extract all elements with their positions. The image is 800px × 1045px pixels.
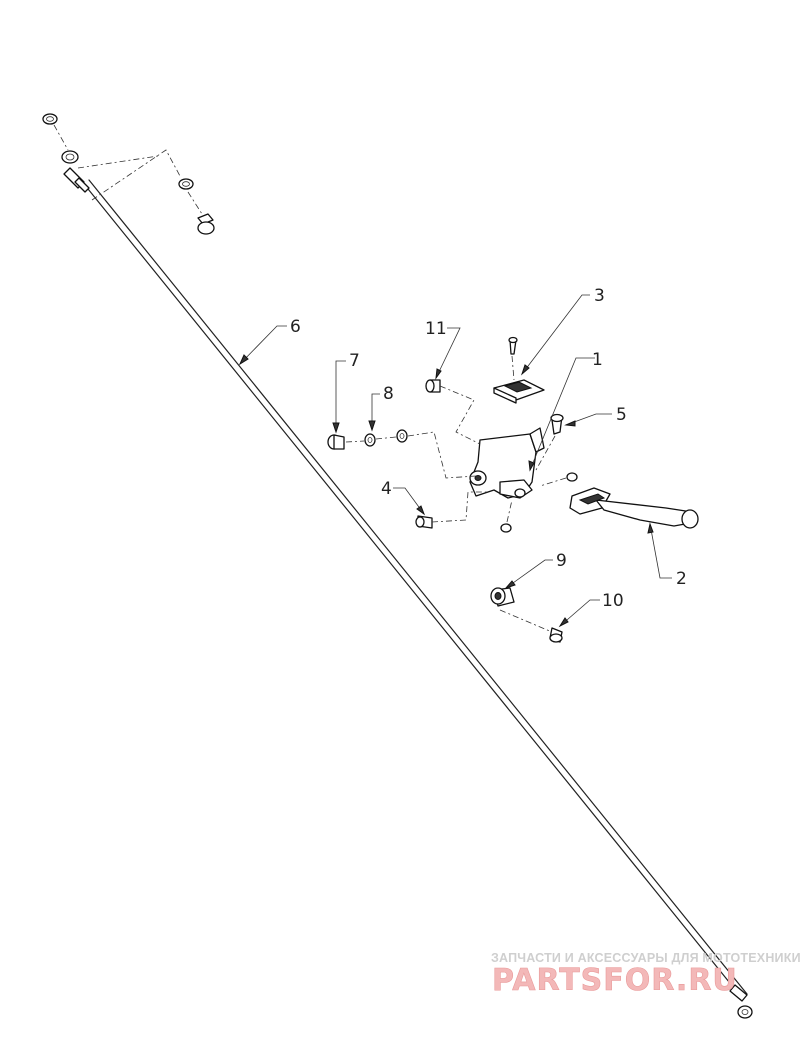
callout-5: 5 xyxy=(616,405,627,425)
lever-nut xyxy=(500,523,512,533)
switch-screw xyxy=(549,627,563,643)
watermark-logo: PARTSFOR.RU xyxy=(492,963,738,998)
lever-nut-right xyxy=(566,472,578,482)
callout-1: 1 xyxy=(592,350,603,370)
callout-8: 8 xyxy=(383,384,394,404)
pivot-bolt xyxy=(425,379,441,393)
reservoir-cap xyxy=(493,379,545,404)
banjo-bolt-left xyxy=(327,434,345,450)
brake-switch xyxy=(490,587,515,607)
upper-washer xyxy=(42,113,58,125)
washer-8 xyxy=(364,433,376,447)
callout-2: 2 xyxy=(676,569,687,589)
watermark-caption: ЗАПЧАСТИ И АКСЕССУАРЫ ДЛЯ МОТОТЕХНИКИ xyxy=(491,951,800,965)
callout-4: 4 xyxy=(381,479,392,499)
brake-lever xyxy=(569,487,699,529)
brake-hose xyxy=(61,150,753,1019)
cap-screw xyxy=(508,336,518,355)
washer-right xyxy=(178,178,194,190)
callout-11: 11 xyxy=(425,319,447,339)
callout-6: 6 xyxy=(290,317,301,337)
banjo-bolt xyxy=(197,213,215,235)
callout-10: 10 xyxy=(602,591,624,611)
washer-8b xyxy=(396,429,408,443)
callout-9: 9 xyxy=(556,551,567,571)
pin xyxy=(415,515,433,529)
leader-lines xyxy=(238,294,672,628)
mounting-bolt xyxy=(550,413,564,435)
master-cylinder-body xyxy=(469,427,545,499)
watermark: ЗАПЧАСТИ И АКСЕССУАРЫ ДЛЯ МОТОТЕХНИКИ PA… xyxy=(491,951,800,998)
callout-7: 7 xyxy=(349,351,360,371)
callout-3: 3 xyxy=(594,286,605,306)
